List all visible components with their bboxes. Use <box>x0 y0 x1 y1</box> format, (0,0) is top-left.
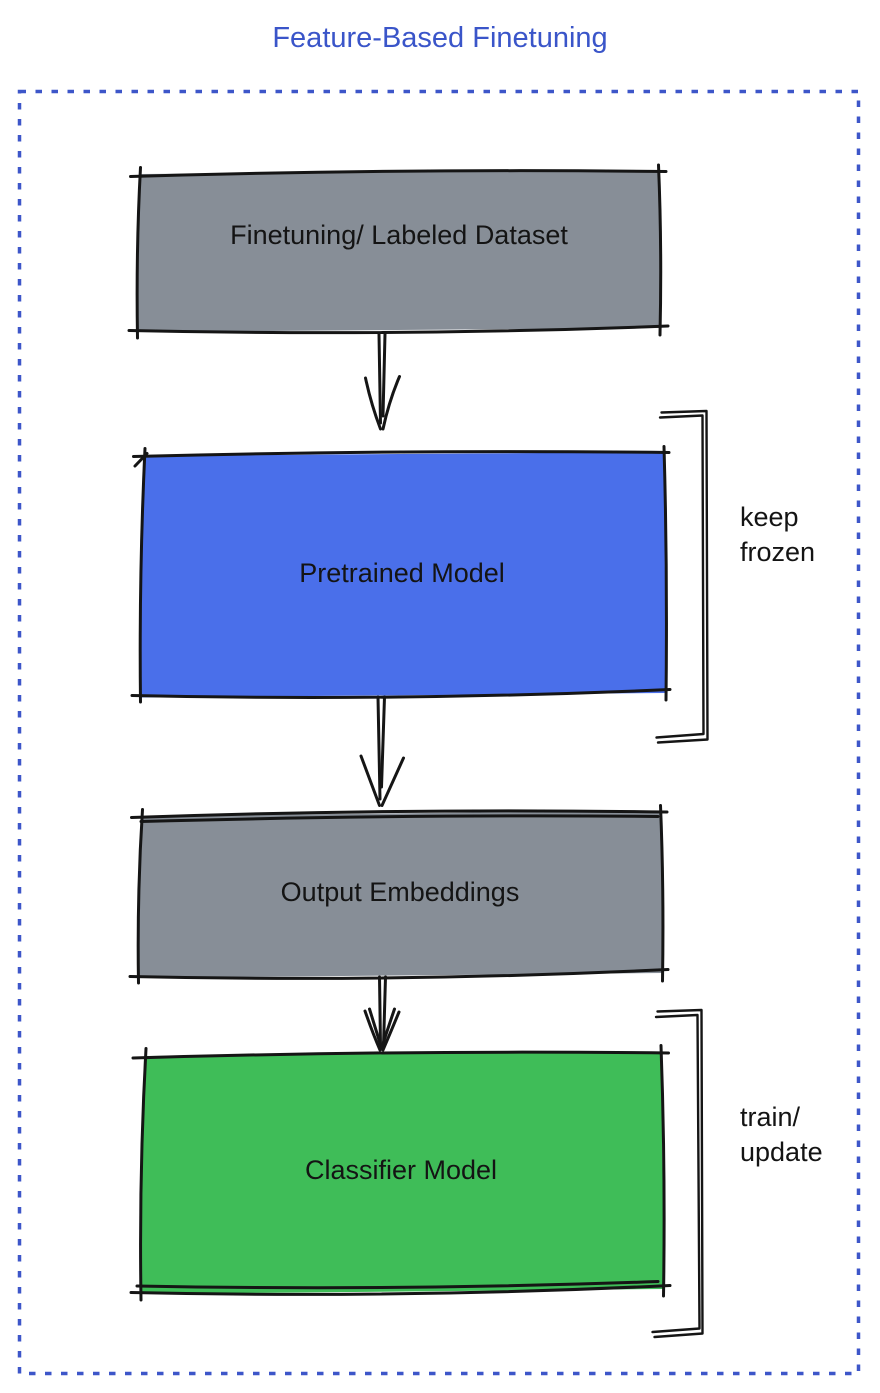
arrow-pretrained-to-embeddings <box>359 695 405 807</box>
pretrained-model-box <box>140 452 666 698</box>
train-update-bracket <box>651 1008 704 1339</box>
pretrained-model-box-outline <box>130 445 672 704</box>
train-update-annotation: train/ update <box>740 1100 823 1170</box>
arrow-dataset-to-pretrained <box>364 332 401 431</box>
output-embeddings-box-label: Output Embeddings <box>280 877 520 907</box>
output-embeddings-box-outline <box>128 804 670 985</box>
train-update-line-2: update <box>740 1137 823 1167</box>
dataset-box-outline <box>127 163 670 340</box>
diagram-title: Feature-Based Finetuning <box>272 22 608 54</box>
keep-frozen-bracket <box>655 409 709 744</box>
train-update-line-1: train/ <box>740 1102 801 1132</box>
keep-frozen-line-2: frozen <box>740 537 816 567</box>
pretrained-model-box-label: Pretrained Model <box>299 558 505 588</box>
output-embeddings-box <box>138 810 663 978</box>
classifier-model-box-label: Classifier Model <box>304 1155 498 1185</box>
dataset-box <box>137 170 661 332</box>
dotted-frame-border <box>17 89 861 1376</box>
dataset-box-label: Finetuning/ Labeled Dataset <box>230 219 568 250</box>
classifier-model-box-outline <box>129 1044 672 1302</box>
arrow-embeddings-to-classifier <box>363 975 401 1052</box>
keep-frozen-line-1: keep <box>740 502 799 532</box>
classifier-model-box <box>140 1051 664 1294</box>
keep-frozen-annotation: keep frozen <box>740 500 815 570</box>
